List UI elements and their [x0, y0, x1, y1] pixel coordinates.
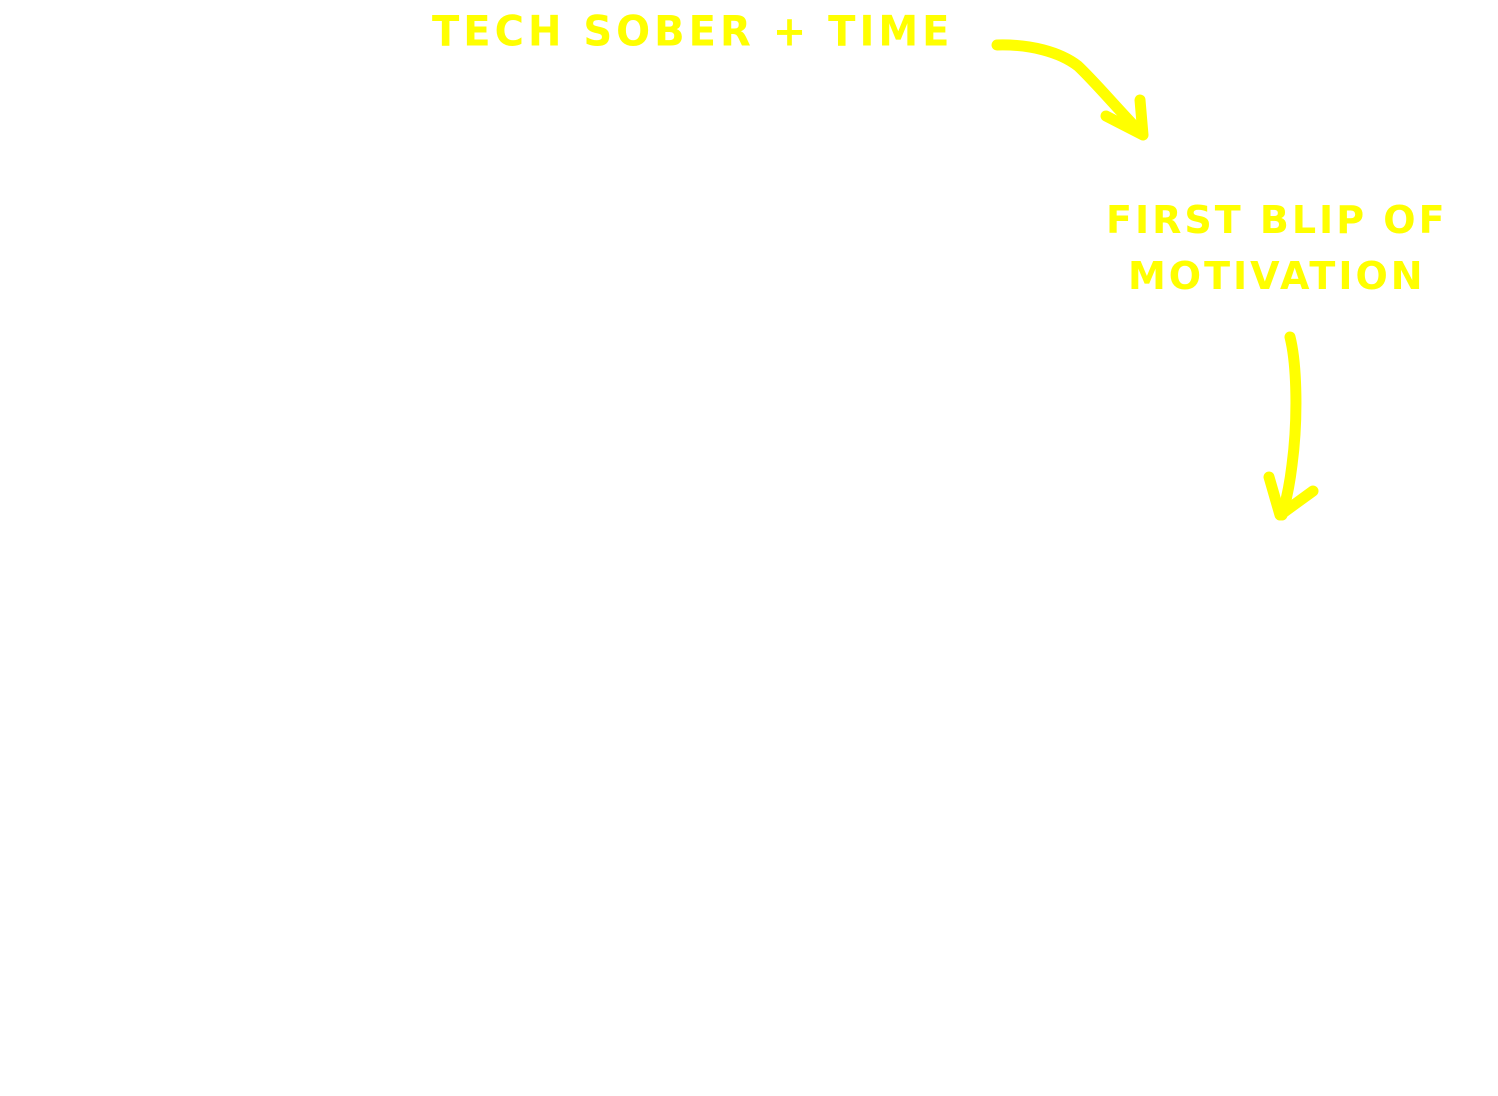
- label-tech-sober-time: Tech sober + time: [432, 7, 954, 57]
- label-line-1: First blip of: [1106, 198, 1448, 242]
- curved-arrow-icon: [991, 39, 1149, 141]
- down-arrow-icon: [1263, 331, 1319, 521]
- down-arrow-shaft: [1276, 331, 1302, 521]
- label-line-2: motivation: [1127, 254, 1426, 298]
- curved-arrow-shaft: [991, 39, 1147, 139]
- down-arrow-head: [1263, 471, 1319, 521]
- curved-arrow-head: [1100, 94, 1149, 141]
- label-first-blip-of-motivation: First blip of motivation: [1106, 192, 1448, 304]
